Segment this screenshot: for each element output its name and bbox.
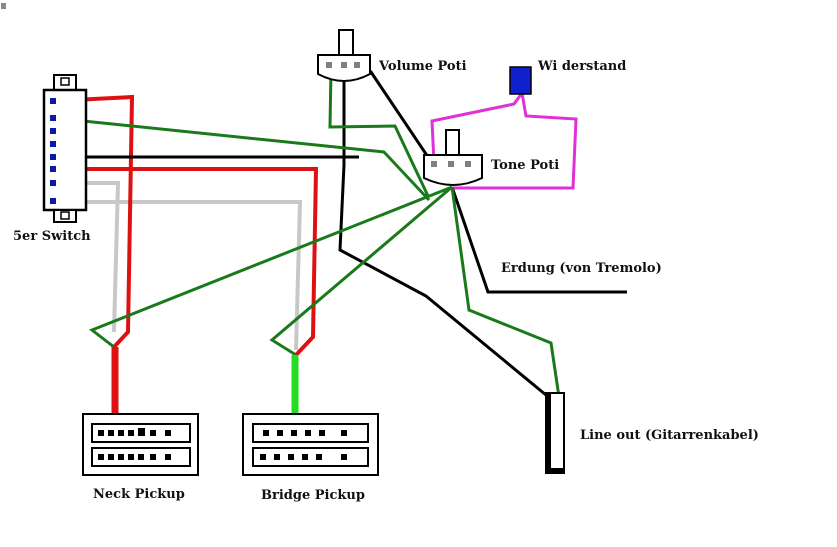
tone-pot [423, 129, 483, 186]
wires [53, 66, 627, 418]
black-wire-volume-lineout [338, 70, 547, 397]
bridge-pickup-polepieces [260, 430, 347, 460]
red-wire-bridge [54, 167, 319, 357]
neck-pickup-label: Neck Pickup [93, 487, 185, 502]
line-out-jack [545, 392, 565, 474]
bridge-pickup-label: Bridge Pickup [261, 488, 365, 503]
magenta-wire-loop [430, 89, 578, 190]
line-out-label: Line out (Gitarrenkabel) [580, 428, 759, 443]
green-wire-hub-neck [89, 185, 453, 349]
neck-pickup-polepieces [98, 428, 171, 460]
corner-mark [1, 3, 6, 9]
green-wire-hub-bridge [269, 185, 453, 357]
switch-lugs [50, 98, 56, 204]
bridge-pickup [242, 413, 379, 476]
green-wire-volume-hub [328, 69, 430, 197]
resistor [509, 66, 532, 95]
widerstand-label: Wi derstand [537, 59, 626, 74]
five-way-switch [42, 74, 88, 223]
volume-pot [317, 29, 371, 82]
erdung-label: Erdung (von Tremolo) [501, 261, 662, 276]
switch-label: 5er Switch [13, 229, 91, 244]
volume-poti-label: Volume Poti [378, 59, 467, 74]
green-wire-switch-hub [53, 116, 431, 202]
black-wire-erdung [450, 186, 627, 294]
tone-poti-label: Tone Poti [491, 158, 559, 173]
gray-wire-bridge [54, 200, 303, 351]
neck-pickup [82, 413, 199, 476]
black-wire-volume-tone [354, 66, 432, 161]
green-wire-hub-lineout [450, 186, 564, 418]
red-wire-neck [53, 94, 135, 349]
